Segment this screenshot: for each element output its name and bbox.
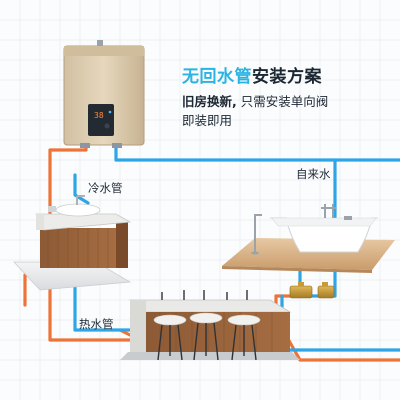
water-heater-icon: 38 (63, 40, 145, 148)
wash-basin-icon (13, 195, 132, 291)
subtitle-line-1: 旧房换新, 只需安装单向阀 (182, 92, 328, 111)
tap-water-label: 自来水 (296, 167, 331, 181)
hot-pipe-label: 热水管 (79, 317, 114, 331)
title-rest: 安装方案 (252, 67, 322, 87)
page-title: 无回水管安装方案 (182, 62, 322, 87)
subtitle-line-2: 即装即用 (182, 113, 233, 128)
bathtub-icon (222, 204, 395, 273)
subtitle-strong: 旧房换新, (182, 94, 237, 109)
cold-pipe-label: 冷水管 (88, 181, 123, 195)
subtitle: 旧房换新, 只需安装单向阀 即装即用 (182, 92, 328, 130)
title-highlight: 无回水管 (182, 67, 252, 87)
check-valve-icon (289, 282, 335, 299)
svg-text:38: 38 (94, 111, 104, 120)
kitchen-island-icon (120, 290, 300, 361)
subtitle-rest: 只需安装单向阀 (236, 94, 329, 109)
